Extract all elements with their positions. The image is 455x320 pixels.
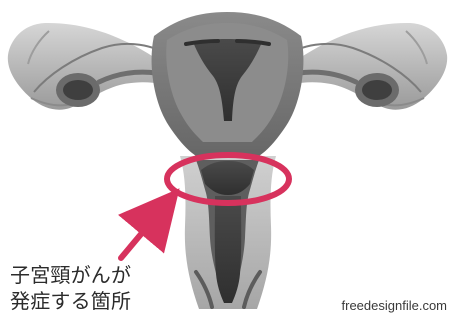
uterus-body	[152, 12, 304, 156]
callout-line-2: 発症する箇所	[10, 288, 170, 314]
callout-line-1: 子宮頸がんが	[10, 262, 170, 288]
watermark-text: freedesignfile.com	[342, 298, 448, 314]
callout-label: 子宮頸がんが 発症する箇所	[10, 262, 170, 314]
arrow-icon	[121, 202, 168, 258]
cervix-and-vagina	[180, 156, 276, 309]
